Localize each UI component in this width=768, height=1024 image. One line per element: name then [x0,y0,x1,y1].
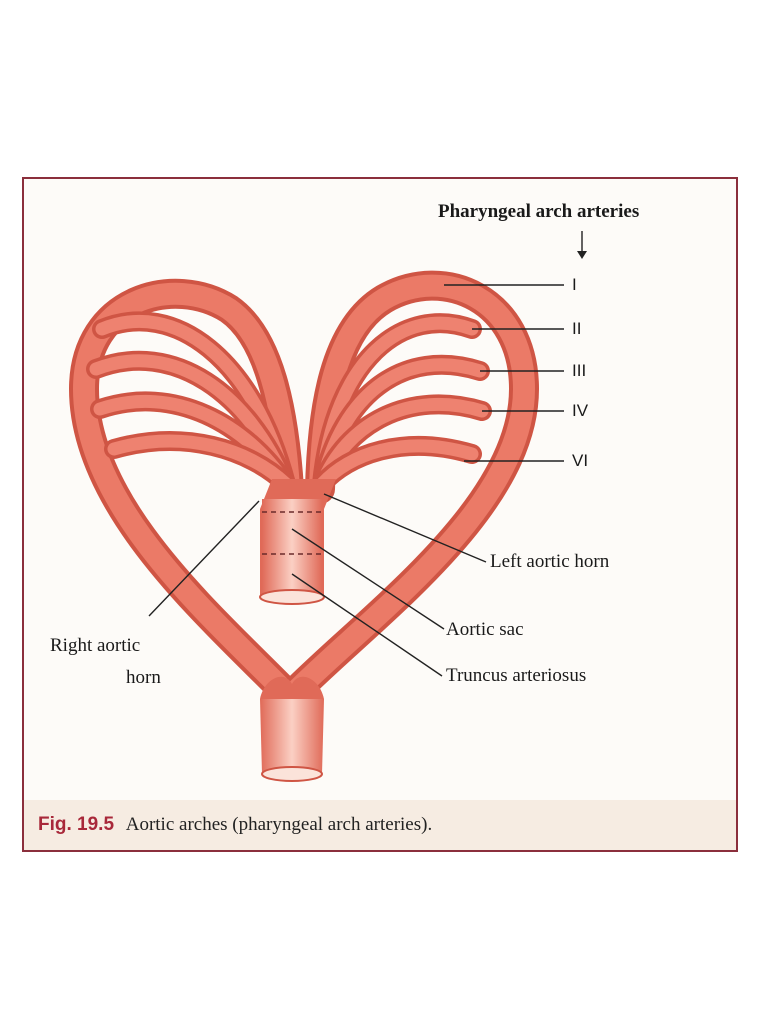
caption-text: Aortic arches (pharyngeal arch arteries)… [125,814,433,835]
arch-numeral-1: I [572,275,577,294]
leader-lines [148,231,587,677]
label-truncus-arteriosus: Truncus arteriosus [446,665,587,686]
arch-numeral-4: IV [572,401,589,420]
left-arches [86,311,296,494]
aortic-arches-diagram [68,231,587,782]
right-arches [312,313,492,494]
header-pharyngeal-arch-arteries: Pharyngeal arch arteries [438,201,640,222]
label-left-aortic-horn: Left aortic horn [490,551,610,572]
figure-caption: Fig. 19.5 Aortic arches (pharyngeal arch… [24,800,736,850]
figure-frame: Pharyngeal arch arteries I II III IV VI … [22,177,738,852]
arch-numeral-2: II [572,319,582,338]
dorsal-aorta-outflow [260,676,324,782]
label-aortic-sac: Aortic sac [446,619,524,640]
arch-numeral-3: III [572,361,587,380]
aortic-sac-truncus [259,479,336,605]
caption-figure-number: Fig. 19.5 [38,814,115,835]
label-right-aortic-horn-line1: Right aortic [50,635,141,656]
arch-numeral-6: VI [572,451,589,470]
label-right-aortic-horn-line2: horn [126,667,161,688]
